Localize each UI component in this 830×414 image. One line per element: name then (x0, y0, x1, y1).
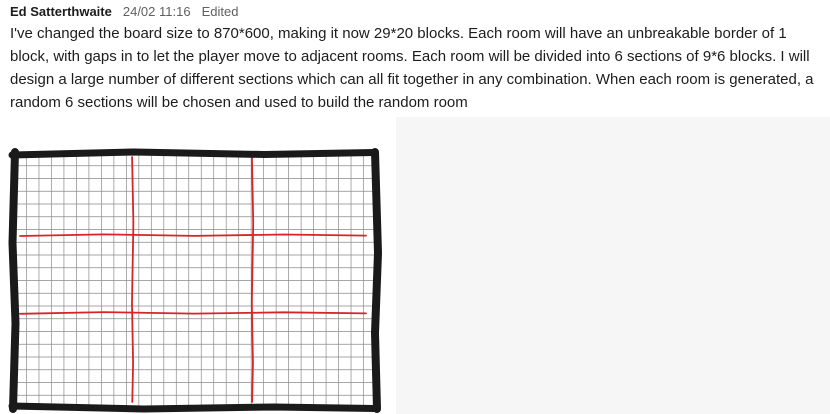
border-bottom (8, 402, 379, 413)
section-divider-horizontal (19, 311, 367, 315)
section-divider-vertical (250, 156, 255, 403)
message-header: Ed Satterthwaite 24/02 11:16 Edited (10, 4, 238, 22)
border-top (8, 148, 378, 159)
section-divider-vertical (131, 156, 135, 403)
message-text: I've changed the board size to 870*600, … (10, 25, 814, 111)
message-timestamp[interactable]: 24/02 11:16 (122, 4, 191, 19)
border-left (8, 148, 20, 413)
edited-label: Edited (201, 4, 239, 19)
border-right (371, 148, 382, 413)
attached-grid-image[interactable] (0, 117, 396, 414)
grid-sketch (8, 148, 382, 413)
section-divider-horizontal (19, 233, 367, 237)
author-name[interactable]: Ed Satterthwaite (10, 4, 112, 19)
